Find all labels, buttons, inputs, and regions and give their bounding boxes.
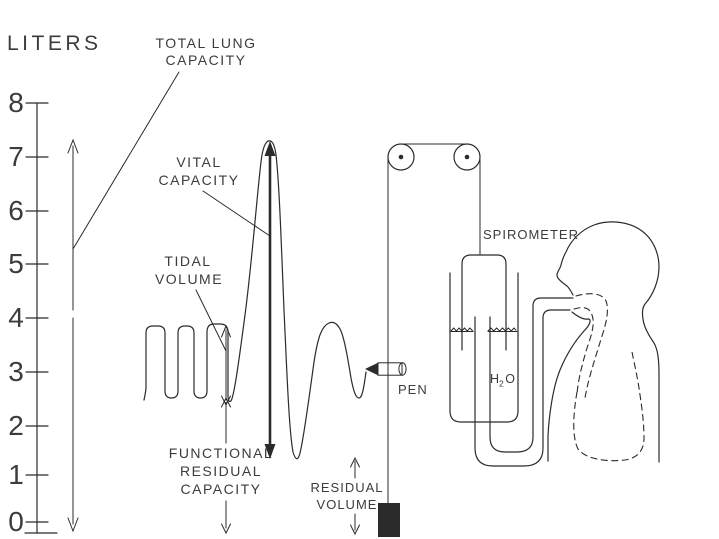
residual-volume-label: RESIDUAL VOLUME: [310, 480, 383, 512]
recording-pen: PEN: [365, 362, 428, 397]
breathing-tube-outer: [474, 309, 571, 467]
frc-arrowhead-down-icon: [221, 523, 231, 535]
vc-label-line1: VITAL: [176, 154, 221, 170]
functional-residual-capacity-label: FUNCTIONAL RESIDUAL CAPACITY: [169, 445, 273, 497]
axis-label-6: 6: [8, 195, 24, 226]
spirogram-trace: [143, 140, 367, 460]
pen-label: PEN: [398, 382, 428, 397]
tlc-label-line2: CAPACITY: [166, 52, 247, 68]
rv-arrowhead-down-icon: [350, 524, 360, 536]
spirometer-bell: [461, 254, 507, 351]
person-figure: [547, 221, 660, 463]
water-surface: [450, 327, 518, 332]
tv-arrowhead-up-icon: [221, 324, 231, 338]
vc-leader-line: [202, 190, 271, 237]
axis-label-5: 5: [8, 248, 24, 279]
right-pulley-axle: [464, 154, 470, 160]
airway-dashed-lower: [573, 307, 594, 395]
tv-label-line2: VOLUME: [155, 271, 223, 287]
axis-label-4: 4: [8, 302, 24, 333]
frc-arrowhead-up-icon: [221, 396, 231, 408]
rv-arrowhead-up-icon: [350, 456, 360, 468]
person-jaw-and-chest-front: [547, 311, 591, 462]
vc-arrowhead-down-icon: [264, 444, 276, 459]
axis-label-3: 3: [8, 356, 24, 387]
tv-label-line1: TIDAL: [164, 253, 211, 269]
spirometer-label: SPIROMETER: [483, 227, 579, 242]
water-label-o: O: [505, 372, 515, 386]
pulley-assembly: [387, 143, 481, 504]
water-ripple-right-icon: [487, 327, 517, 332]
tv-leader-line: [195, 289, 227, 352]
axis-label-2: 2: [8, 410, 24, 441]
counterweight: [378, 503, 400, 537]
pen-cap: [398, 362, 407, 376]
pen-tip-icon: [365, 362, 378, 376]
liters-axis: 8 7 6 5 4 3 2 1 0: [8, 87, 58, 537]
rv-label-line2: VOLUME: [317, 497, 378, 512]
functional-residual-capacity-arrow: [221, 396, 231, 535]
axis-label-8: 8: [8, 87, 24, 118]
residual-volume-arrow: [350, 456, 360, 536]
tlc-arrowhead-up-icon: [67, 138, 79, 154]
total-lung-capacity-arrow: [67, 138, 79, 533]
airway-dashed-upper: [575, 293, 608, 399]
axis-label-7: 7: [8, 141, 24, 172]
frc-label-line2: RESIDUAL: [180, 463, 262, 479]
vc-arrowhead-up-icon: [264, 141, 276, 156]
total-lung-capacity-label: TOTAL LUNG CAPACITY: [72, 35, 256, 250]
axis-label-0: 0: [8, 506, 24, 537]
frc-label-line3: CAPACITY: [181, 481, 262, 497]
left-pulley-axle: [398, 154, 404, 160]
person-head-and-back: [556, 221, 660, 463]
breathing-tube-inner: [489, 297, 574, 453]
water-ripple-left-icon: [450, 327, 474, 332]
vital-capacity-label: VITAL CAPACITY: [159, 154, 271, 237]
tidal-volume-label: TIDAL VOLUME: [155, 253, 227, 352]
frc-label-line1: FUNCTIONAL: [169, 445, 273, 461]
tlc-label-line1: TOTAL LUNG: [155, 35, 256, 51]
tlc-arrowhead-down-icon: [67, 517, 79, 533]
axis-label-1: 1: [8, 459, 24, 490]
water-tank: [449, 272, 519, 423]
tidal-volume-arrow: [221, 324, 231, 407]
rv-label-line1: RESIDUAL: [310, 480, 383, 495]
vital-capacity-arrow: [264, 141, 276, 459]
pen-body: [377, 362, 403, 376]
vc-label-line2: CAPACITY: [159, 172, 240, 188]
lungs-dashed-outline: [573, 351, 645, 462]
water-label-h: H: [490, 372, 499, 386]
axis-title-liters: LITERS: [7, 32, 102, 55]
tlc-leader-line: [72, 71, 180, 250]
water-label-subscript: 2: [499, 379, 504, 389]
